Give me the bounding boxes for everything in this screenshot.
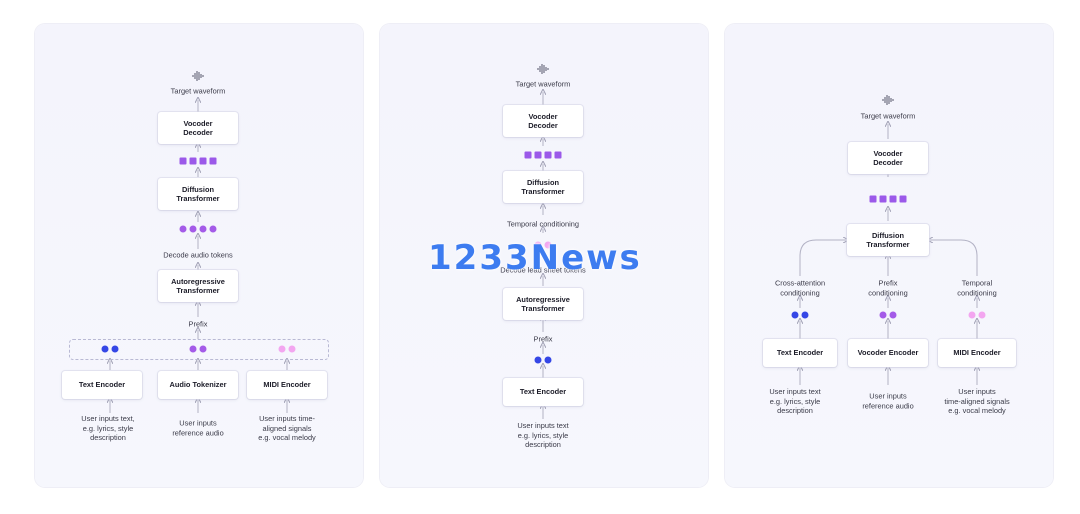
vocoder-decoder-block: Vocoder Decoder (503, 105, 583, 137)
audio-token-dots-small (189, 345, 207, 353)
text-input-caption: User inputs text e.g. lyrics, style desc… (769, 386, 821, 415)
target-waveform-label: Target waveform (860, 111, 916, 121)
vocoder-encoder-block: Vocoder Encoder (848, 339, 928, 367)
autoregressive-transformer-block: Autoregressive Transformer (503, 288, 583, 320)
waveform-icon (882, 95, 894, 105)
audio-token-squares (524, 151, 562, 159)
diagram-panel-leadsheet: Target waveform Vocoder Decoder Diffusio… (380, 24, 708, 487)
watermark-text: 1233News (428, 238, 642, 278)
temporal-conditioning-label: Temporal conditioning (507, 219, 579, 229)
text-encoder-block: Text Encoder (503, 378, 583, 406)
prefix-label: Prefix (533, 334, 553, 344)
audio-token-squares (869, 195, 907, 203)
autoregressive-transformer-block: Autoregressive Transformer (158, 270, 238, 302)
waveform-icon (192, 71, 204, 81)
connector-arrows (725, 24, 1053, 385)
midi-input-caption: User inputs time-aligned signals e.g. vo… (944, 386, 1010, 415)
midi-token-dots (968, 311, 986, 319)
decode-tokens-label: Decode lead sheet tokens (500, 265, 586, 275)
text-encoder-block: Text Encoder (62, 371, 142, 399)
cross-attention-label: Cross-attention conditioning (774, 278, 826, 298)
text-encoder-block: Text Encoder (763, 339, 837, 367)
text-input-caption: User inputs text, e.g. lyrics, style des… (81, 413, 135, 442)
text-input-caption: User inputs text e.g. lyrics, style desc… (517, 420, 569, 449)
diffusion-transformer-block: Diffusion Transformer (503, 171, 583, 203)
decode-tokens-label: Decode audio tokens (163, 250, 233, 260)
audio-token-dots (179, 225, 217, 233)
prefix-token-group (69, 339, 329, 360)
audio-input-caption: User inputs reference audio (172, 418, 224, 438)
midi-encoder-block: MIDI Encoder (938, 339, 1016, 367)
audio-input-caption: User inputs reference audio (862, 391, 914, 411)
text-token-dots (534, 356, 552, 364)
midi-token-dots (278, 345, 296, 353)
diffusion-transformer-block: Diffusion Transformer (158, 178, 238, 210)
vocoder-decoder-block: Vocoder Decoder (848, 142, 928, 174)
prefix-label: Prefix (188, 319, 208, 329)
midi-input-caption: User inputs time- aligned signals e.g. v… (258, 413, 316, 442)
audio-token-squares (179, 157, 217, 165)
text-token-dots (791, 311, 809, 319)
temporal-conditioning-label: Temporal conditioning (957, 278, 997, 298)
leadsheet-token-dots (534, 241, 552, 249)
target-waveform-label: Target waveform (170, 86, 226, 96)
audio-tokenizer-block: Audio Tokenizer (158, 371, 238, 399)
diffusion-transformer-block: Diffusion Transformer (847, 224, 929, 256)
waveform-icon (537, 64, 549, 74)
midi-encoder-block: MIDI Encoder (247, 371, 327, 399)
vocoder-decoder-block: Vocoder Decoder (158, 112, 238, 144)
target-waveform-label: Target waveform (515, 79, 571, 89)
audio-token-dots (879, 311, 897, 319)
text-token-dots (101, 345, 119, 353)
diagram-panel-diffusion: Target waveform Vocoder Decoder Diffusio… (725, 24, 1053, 487)
prefix-conditioning-label: Prefix conditioning (868, 278, 908, 298)
diagram-panel-hybrid: Target waveform Vocoder Decoder Diffusio… (35, 24, 363, 487)
